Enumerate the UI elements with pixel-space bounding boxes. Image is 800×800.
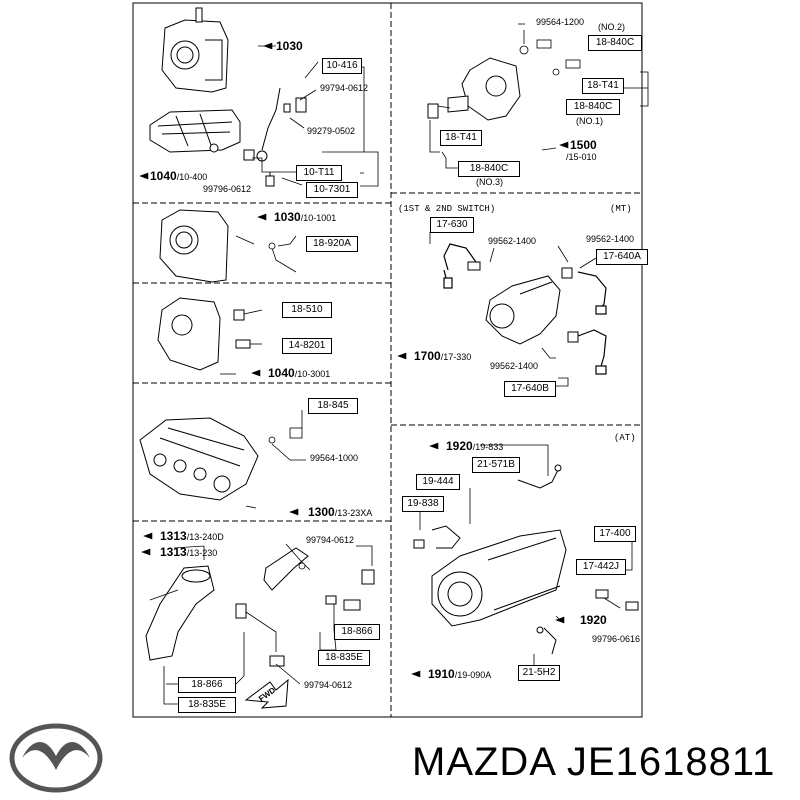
ref-callout: 1030 xyxy=(276,39,303,53)
part-box: 17-630 xyxy=(430,217,474,233)
part-number-label: 99564-1000 xyxy=(310,453,359,463)
part-number-label: 99564-1200 xyxy=(536,17,585,27)
part-box: 18-840C xyxy=(588,35,642,51)
part-box: 18-835E xyxy=(178,697,236,713)
oil-pan-part xyxy=(149,109,241,153)
part-number-label: 99794-0612 xyxy=(320,83,369,93)
ref-callout: 1700/17-330 xyxy=(414,349,472,363)
ref-callout: 1040/10-400 xyxy=(150,169,208,183)
part-number-label: 99796-0612 xyxy=(203,184,252,194)
diagram-frame xyxy=(132,2,643,718)
part-box: 21-5H2 xyxy=(518,665,560,681)
engine-cover-part xyxy=(159,209,229,283)
mazda-logo-icon xyxy=(9,723,103,793)
part-number-label: 99794-0612 xyxy=(304,680,353,690)
brand-part-number: MAZDA JE1618811 xyxy=(412,740,776,784)
reference-pointers xyxy=(139,42,569,678)
ref-callout: 1920/19-833 xyxy=(446,439,504,453)
part-number-label: 99562-1400 xyxy=(490,361,539,371)
part-number-label: 99562-1400 xyxy=(586,234,635,244)
part-box: 18-510 xyxy=(282,302,332,318)
part-box: 17-442J xyxy=(576,559,626,575)
ref-callout: 1030/10-1001 xyxy=(274,210,337,224)
automatic-transmission-part xyxy=(431,529,567,627)
part-box: 18-840C xyxy=(566,99,620,115)
ref-callout: 1910/19-090A xyxy=(428,667,492,681)
part-box: 19-838 xyxy=(402,496,444,512)
ref-callout: 1920 xyxy=(580,613,607,627)
transmission-front-part xyxy=(427,57,521,121)
part-box: 17-640A xyxy=(596,249,648,265)
section-tag: (MT) xyxy=(610,204,632,214)
part-box: 18-T41 xyxy=(440,130,482,146)
part-box: 18-866 xyxy=(334,624,380,640)
oil-sensor-harness xyxy=(243,87,307,187)
part-box: 18-835E xyxy=(318,650,370,666)
part-box: 18-840C xyxy=(458,161,520,177)
oil-pump-part xyxy=(161,7,229,93)
part-box: 17-400 xyxy=(594,526,636,542)
ref-callout: 1313/13-230 xyxy=(160,545,218,559)
ref-callout-suffix: /15-010 xyxy=(566,152,597,162)
part-box: 10-416 xyxy=(322,58,362,74)
ref-callout: 1500 xyxy=(570,138,597,152)
part-box: 14-8201 xyxy=(282,338,332,354)
part-box: 10-7301 xyxy=(306,182,358,198)
variant-label: (NO.3) xyxy=(476,177,503,187)
ref-callout: 1313/13-240D xyxy=(160,529,224,543)
manual-transmission-part xyxy=(467,261,579,345)
part-box: 21-571B xyxy=(472,457,520,473)
section-tag: (AT) xyxy=(614,433,636,443)
part-box: 18-866 xyxy=(178,677,236,693)
timing-cover-part xyxy=(157,297,251,371)
section-title: (1ST & 2ND SWITCH) xyxy=(398,204,496,214)
air-intake-hose-part xyxy=(145,547,375,667)
part-box: 18-920A xyxy=(306,236,358,252)
part-number-label: 99796-0616 xyxy=(592,634,641,644)
part-box: 17-640B xyxy=(504,381,556,397)
ref-callout: 1040/10-3001 xyxy=(268,366,331,380)
part-box: 18-845 xyxy=(308,398,358,414)
at-harnesses xyxy=(413,464,639,655)
part-box: 19-444 xyxy=(416,474,460,490)
part-box: 18-T41 xyxy=(582,78,624,94)
part-number-label: 99279-0502 xyxy=(307,126,356,136)
switch-harnesses xyxy=(443,243,607,375)
variant-label: (NO.1) xyxy=(576,116,603,126)
part-number-label: 99562-1400 xyxy=(488,236,537,246)
ref-callout: 1300/13-23XA xyxy=(308,505,373,519)
fwd-arrow xyxy=(244,678,289,709)
variant-label: (NO.2) xyxy=(598,22,625,32)
part-box: 10-T11 xyxy=(296,165,342,181)
intake-manifold-part xyxy=(139,417,259,501)
part-number-label: 99794-0612 xyxy=(306,535,355,545)
